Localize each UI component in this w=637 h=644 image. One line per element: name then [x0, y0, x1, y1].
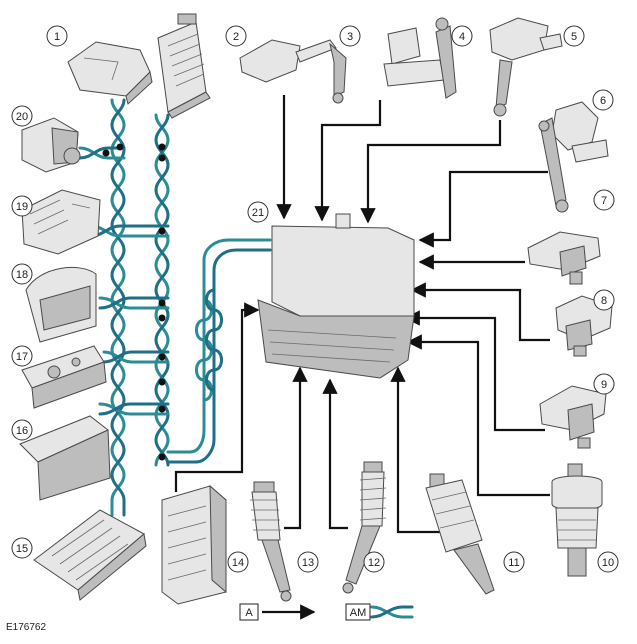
component-16-module [19, 415, 111, 501]
svg-text:10: 10 [602, 557, 614, 569]
svg-text:6: 6 [600, 95, 606, 107]
component-3-height-sensor [239, 39, 347, 104]
svg-text:13: 13 [302, 557, 314, 569]
svg-text:14: 14 [232, 557, 244, 569]
legend-network: AM [345, 603, 414, 621]
svg-text:20: 20 [16, 111, 28, 123]
svg-text:19: 19 [16, 201, 28, 213]
callout-4: 4 [451, 25, 473, 47]
callout-15: 15 [11, 537, 33, 559]
component-21-suspension-control-module [257, 213, 415, 379]
svg-text:21: 21 [252, 207, 264, 219]
callout-2: 2 [225, 25, 247, 47]
component-4-height-sensor [383, 17, 457, 99]
svg-text:AM: AM [350, 607, 367, 619]
legend: A AM [239, 603, 414, 621]
svg-text:18: 18 [16, 269, 28, 281]
svg-text:7: 7 [601, 195, 607, 207]
component-10-air-spring [551, 463, 603, 577]
component-17-switch-pack [21, 345, 107, 409]
svg-text:8: 8 [601, 295, 607, 307]
component-15-fuse-box [33, 509, 147, 601]
svg-text:9: 9 [601, 379, 607, 391]
svg-text:A: A [245, 607, 253, 619]
component-5-height-sensor [489, 17, 563, 117]
callout-20: 20 [11, 105, 33, 127]
hardwired-connections [174, 95, 550, 534]
callout-17: 17 [11, 345, 33, 367]
component-1-module [67, 41, 153, 105]
svg-text:E176762: E176762 [6, 622, 46, 633]
legend-hardwired: A [239, 603, 316, 621]
callout-8: 8 [593, 289, 615, 311]
callout-11: 11 [503, 551, 525, 573]
component-11-air-spring [425, 473, 495, 595]
callout-10: 10 [597, 551, 619, 573]
network-junctions [102, 143, 166, 461]
component-19-valve-block [21, 189, 101, 255]
svg-text:17: 17 [16, 351, 28, 363]
component-6-height-sensor [538, 101, 609, 213]
callout-16: 16 [11, 419, 33, 441]
callout-21: 21 [247, 201, 269, 223]
callout-1: 1 [46, 25, 68, 47]
svg-text:1: 1 [54, 31, 60, 43]
svg-text:3: 3 [347, 31, 353, 43]
callout-9: 9 [593, 373, 615, 395]
svg-text:15: 15 [16, 543, 28, 555]
component-12-damper [342, 461, 387, 594]
callout-3: 3 [339, 25, 361, 47]
component-13-damper [250, 481, 292, 602]
component-7-accelerometer [527, 231, 601, 285]
callout-18: 18 [11, 263, 33, 285]
network-wiring [78, 98, 272, 517]
component-18-instrument-cluster [25, 267, 97, 343]
callout-12: 12 [363, 551, 385, 573]
callout-6: 6 [592, 89, 614, 111]
callout-19: 19 [11, 195, 33, 217]
svg-text:11: 11 [508, 557, 519, 569]
callout-5: 5 [563, 25, 585, 47]
svg-text:4: 4 [459, 31, 465, 43]
component-14-junction-box [161, 484, 227, 605]
figure-reference: E176762 [6, 622, 46, 633]
svg-text:2: 2 [233, 31, 239, 43]
callout-13: 13 [297, 551, 319, 573]
component-2-control-unit [157, 13, 211, 119]
component-9-accelerometer [539, 385, 607, 449]
svg-text:5: 5 [571, 31, 577, 43]
svg-text:16: 16 [16, 425, 28, 437]
callout-7: 7 [593, 189, 615, 211]
component-20-compressor [21, 117, 81, 173]
svg-text:12: 12 [368, 557, 380, 569]
callout-14: 14 [227, 551, 249, 573]
